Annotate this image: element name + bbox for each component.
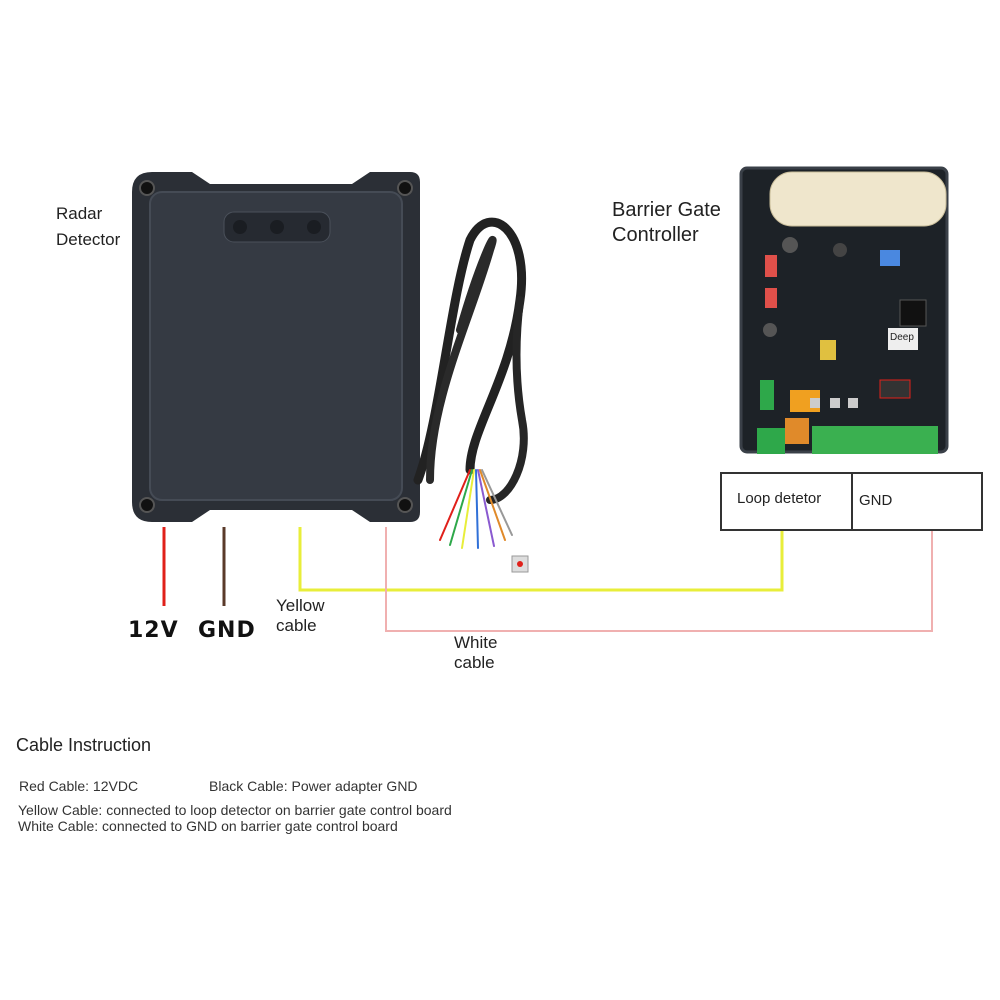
instructions-heading: Cable Instruction <box>16 735 151 756</box>
gnd-terminal-label: GND <box>859 492 892 509</box>
radar-detector-device <box>132 172 420 522</box>
controller-title-line1: Barrier Gate <box>612 198 721 223</box>
yellow-cable-label: Yellow cable <box>276 596 325 636</box>
loop-detector-terminal: Loop detetor <box>720 472 853 531</box>
white-cable-line2: cable <box>454 653 497 673</box>
controller-board <box>741 168 947 454</box>
radar-title-line2: Detector <box>56 230 120 250</box>
yellow-cable-line1: Yellow <box>276 596 325 616</box>
instruction-black: Black Cable: Power adapter GND <box>209 778 418 794</box>
white-wire <box>386 527 932 631</box>
label-gnd: GND <box>198 618 256 643</box>
instruction-white: White Cable: connected to GND on barrier… <box>18 818 398 834</box>
label-12v: 12V <box>128 618 179 643</box>
white-cable-label: White cable <box>454 633 497 673</box>
controller-title-line2: Controller <box>612 223 721 248</box>
radar-title-line1: Radar <box>56 204 120 224</box>
white-cable-line1: White <box>454 633 497 653</box>
gnd-terminal: GND <box>851 472 983 531</box>
radar-detector-title: Radar Detector <box>56 204 120 250</box>
yellow-wire <box>300 527 782 590</box>
yellow-cable-line2: cable <box>276 616 325 636</box>
loop-detector-label: Loop detetor <box>737 490 821 507</box>
instruction-yellow: Yellow Cable: connected to loop detector… <box>18 802 452 818</box>
instruction-red: Red Cable: 12VDC <box>19 778 138 794</box>
controller-title: Barrier Gate Controller <box>612 198 721 248</box>
board-chip-label: Deep <box>890 332 914 343</box>
cable-bundle <box>418 222 528 572</box>
